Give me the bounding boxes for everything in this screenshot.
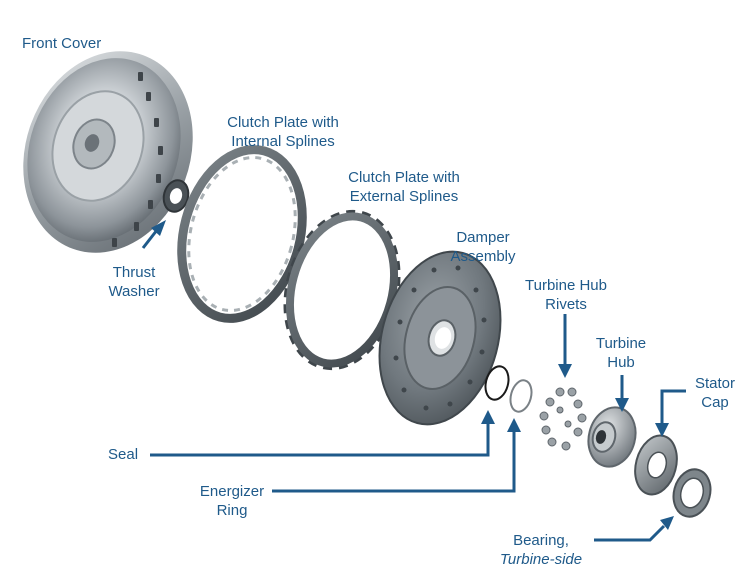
label-seal: Seal (108, 446, 139, 463)
leader-lines (141, 229, 686, 542)
turbine-hub-rivets-part (539, 387, 587, 451)
seal-leader (150, 420, 490, 457)
bearing-turbine-side-part (672, 468, 712, 518)
seal-arrowhead (481, 410, 495, 424)
stator-cap-leader (660, 389, 686, 427)
turbine-hub-arrowhead (615, 398, 629, 412)
thrust-washer-leader (141, 229, 159, 249)
label-clutch-plate-external: Clutch Plate with External Splines (348, 169, 460, 205)
bearing-leader (594, 524, 666, 542)
turbine-hub-part (587, 406, 637, 468)
label-front-cover: Front Cover (22, 35, 102, 52)
clutch-plate-internal-part (177, 145, 307, 323)
turbine-hub-rivets-arrowhead (558, 364, 572, 378)
seal-part (484, 365, 510, 401)
energizer-ring-part (509, 379, 533, 413)
label-energizer-ring: Energizer Ring (199, 483, 265, 519)
front-cover-part (23, 51, 193, 253)
label-turbine-hub: Turbine Hub (595, 335, 647, 371)
leader-arrowheads (151, 220, 674, 530)
label-turbine-hub-rivets: Turbine Hub Rivets (525, 277, 607, 313)
label-bearing-turbine-side: Bearing, Turbine-side (499, 532, 583, 568)
bearing-arrowhead (660, 516, 674, 530)
energizer-ring-arrowhead (507, 418, 521, 432)
label-stator-cap: Stator Cap (694, 375, 736, 411)
thrust-washer-part (162, 179, 190, 213)
stator-cap-arrowhead (655, 423, 669, 437)
label-damper-assembly: Damper Assembly (450, 229, 516, 265)
stator-cap-part (634, 434, 678, 496)
thrust-washer-arrowhead (151, 220, 166, 236)
damper-assembly-part (378, 250, 502, 426)
label-clutch-plate-internal: Clutch Plate with Internal Splines (227, 114, 339, 150)
energizer-ring-leader (272, 428, 516, 493)
label-thrust-washer: Thrust Washer (108, 264, 160, 300)
